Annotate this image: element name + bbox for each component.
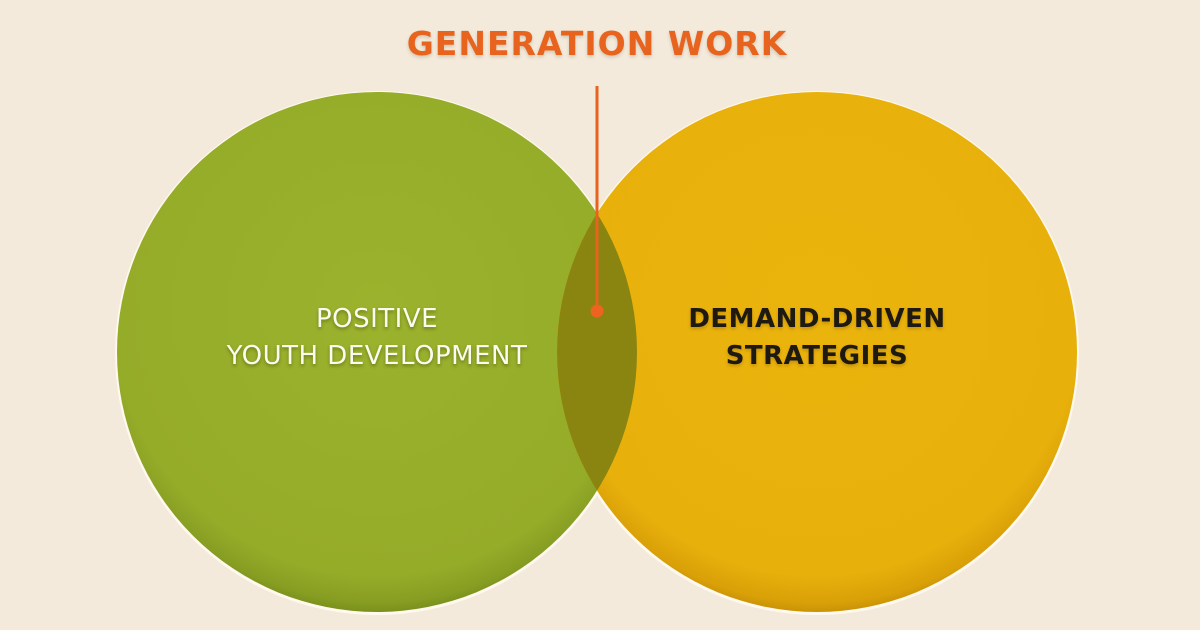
- right-label-line-1: DEMAND-DRIVEN: [688, 304, 946, 334]
- right-label-line-2: STRATEGIES: [725, 341, 909, 371]
- right-circle: [557, 92, 1077, 612]
- right-circle-label: DEMAND-DRIVEN STRATEGIES: [557, 301, 1077, 375]
- left-label-line-1: POSITIVE: [315, 304, 439, 334]
- pointer-dot: [590, 304, 604, 318]
- left-circle: [117, 92, 637, 612]
- diagram-title: GENERATION WORK: [406, 24, 788, 63]
- left-circle-label: POSITIVE YOUTH DEVELOPMENT: [117, 301, 637, 375]
- left-label-line-2: YOUTH DEVELOPMENT: [226, 341, 528, 371]
